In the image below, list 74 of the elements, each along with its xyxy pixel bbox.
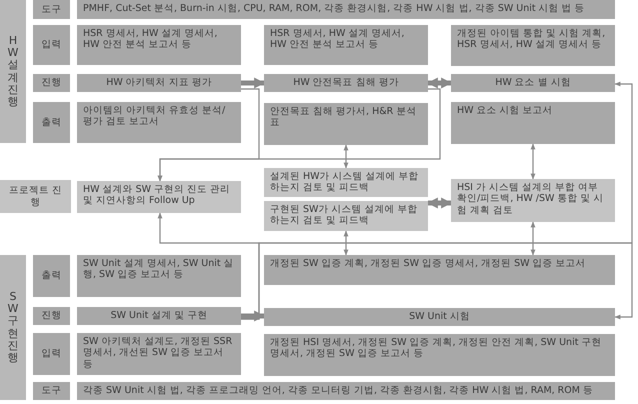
box-text: SW Unit 시험 <box>409 311 470 323</box>
box-text: 설계된 HW가 시스템 설계에 부합하는지 검토 및 피드백 <box>270 171 420 194</box>
row-header <box>33 333 70 375</box>
output-box <box>77 255 241 297</box>
box-text: 입력 <box>42 348 62 360</box>
box-text: 입력 <box>42 39 62 51</box>
process-box <box>77 74 241 92</box>
arrow <box>344 230 348 256</box>
input-box <box>264 25 428 65</box>
band-label <box>0 180 71 213</box>
row-header <box>33 25 70 65</box>
output-box <box>451 102 615 144</box>
block-arrow <box>241 78 266 88</box>
input-box <box>264 334 615 376</box>
box-text: PMHF, Cut-Set 분석, Burn-in 시험, CPU, RAM, ROM, 각종 환경시험, 각종 HW 시험 법, 각종 SW Unit 시험 법 등 <box>83 3 585 14</box>
box-text: HW 요소 별 시험 <box>495 77 571 89</box>
input-box <box>77 333 241 375</box>
review-box <box>451 179 615 222</box>
row-header <box>33 307 70 325</box>
vertical-band <box>0 255 26 400</box>
vertical-band <box>0 0 26 143</box>
box-text: HW 아키텍처 지표 평가 <box>106 77 212 89</box>
input-box <box>451 25 615 66</box>
output-box <box>264 255 615 285</box>
block-arrow <box>426 78 452 88</box>
box-text: 안전목표 침해 평가서, H&R 분석표 <box>270 106 418 129</box>
block-arrow <box>241 310 266 322</box>
box-text: 각종 SW Unit 시험 법, 각종 프로그래밍 언어, 각종 모니터링 기법, 각종 환경시험, 각종 HW 시험 법, RAM, ROM 등 <box>83 385 593 396</box>
process-box <box>451 74 615 92</box>
arrow <box>344 144 348 169</box>
review-box <box>264 201 428 231</box>
tool-bar <box>77 0 615 19</box>
row-header <box>33 102 70 143</box>
box-text: 구현된 SW가 시스템 설계에 부합하는지 검토 및 피드백 <box>270 204 419 227</box>
input-box <box>77 25 241 65</box>
box-text: 출력 <box>42 270 62 282</box>
box-text: SW Unit 설계 명세서, SW Unit 실행, SW 입증 보고서 등 <box>83 258 235 281</box>
box-text: 개정된 HSI 명세서, 개정된 SW 입증 계획, 개정된 안전 계획, SW Unit 구현 명세서, 개정된 SW 입증 보고서 등 <box>270 337 602 360</box>
process-box <box>77 307 241 325</box>
row-header <box>33 382 70 400</box>
row-header <box>33 0 70 19</box>
box-text: SW Unit 설계 및 구현 <box>110 310 208 322</box>
box-text: 도구 <box>42 4 62 16</box>
arrow <box>530 143 536 180</box>
arrow <box>241 242 633 320</box>
box-text: HSI 가 시스템 설계의 부합 여부 확인/피드백, HW /SW 통합 및 시험 계획 검토 <box>457 182 604 216</box>
tool-bar <box>77 382 615 400</box>
project-box <box>77 181 241 213</box>
row-header <box>33 74 70 92</box>
box-text: 프로젝트 진행 <box>8 185 64 208</box>
box-text: HW 설계와 SW 구현의 진도 관리 및 지연사항의 Follow Up <box>83 184 232 207</box>
box-text: 개정된 SW 입증 계획, 개정된 SW 입증 명세서, 개정된 SW 입증 보고서 <box>270 258 586 270</box>
box-text: 진행 <box>42 77 62 89</box>
box-text: SW 아키텍처 설계도, 개정된 SSR 명세서, 개선된 SW 입증 보고서 등 <box>83 336 234 370</box>
box-text: 아이템의 아키텍처 유효성 분석/ 평가 검토 보고서 <box>83 105 226 128</box>
box-text: HW 안전목표 침해 평가 <box>293 77 399 89</box>
output-box <box>77 102 241 143</box>
arrow <box>530 221 536 256</box>
box-text: 진행 <box>42 310 62 322</box>
process-box <box>264 308 615 326</box>
box-text: HSR 명세서, HW 설계 명세서, HW 안전 분석 보고서 등 <box>270 28 406 51</box>
row-header <box>33 255 70 297</box>
block-arrow <box>426 198 452 208</box>
box-text: HW 설계 진행 <box>8 35 18 108</box>
box-text: 출력 <box>42 116 62 128</box>
process-box <box>264 74 428 92</box>
box-text: 개정된 아이템 통합 및 시험 계획, HSR 명세서, HW 설계 명세서 등 <box>457 28 606 51</box>
box-text: HSR 명세서, HW 설계 명세서, HW 안전 분석 보고서 등 <box>83 28 218 51</box>
box-text: SW 구현 진행 <box>8 291 18 364</box>
review-box <box>264 168 428 197</box>
box-text: 도구 <box>42 385 62 397</box>
arrow <box>158 88 441 182</box>
box-text: HW 요소 시험 보고서 <box>457 105 553 116</box>
output-box <box>264 103 428 145</box>
